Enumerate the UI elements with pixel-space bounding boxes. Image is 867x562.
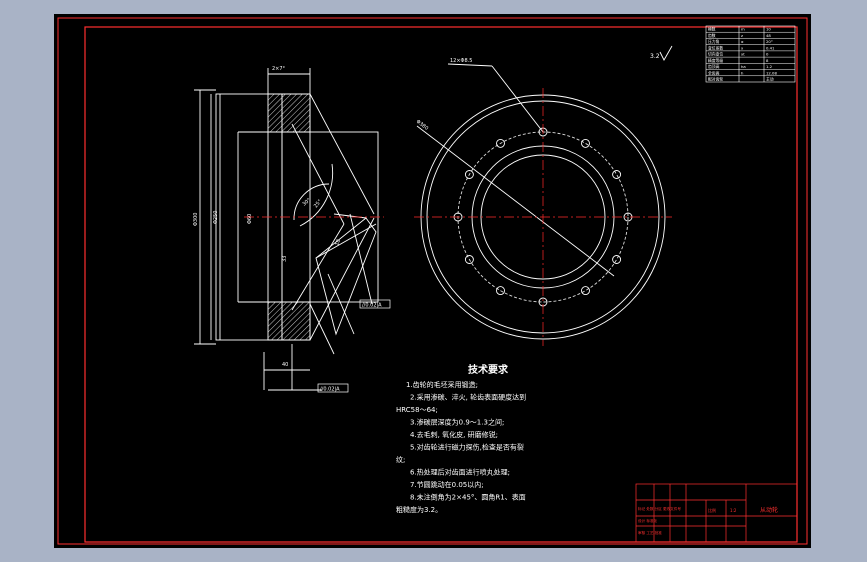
param-cell: 变位系数 <box>708 45 723 50</box>
param-cell: h <box>741 70 744 75</box>
front-view <box>416 63 666 340</box>
param-cell: x <box>741 45 744 50</box>
tech-line: 2.采用渗碳、淬火, 轮齿表面硬度达到 <box>410 393 526 402</box>
param-cell: ha <box>741 64 746 69</box>
title-row-1: 标记 处数 分区 更改文件号 <box>638 506 681 511</box>
tolerance-frame-1 <box>359 299 391 309</box>
param-cell: 主动 <box>766 77 774 82</box>
tech-line: 1.齿轮的毛坯采用锻造; <box>406 380 478 389</box>
param-cell: m <box>741 27 745 32</box>
part-name: 从动轮 <box>760 506 778 514</box>
param-cell: 全齿高 <box>708 70 720 75</box>
section-view <box>194 68 379 391</box>
dim-bottom: 40 <box>282 362 288 368</box>
tolerance-frame-2 <box>317 383 349 393</box>
param-cell: 压力角 <box>708 39 720 44</box>
title-row-3: 审核 工艺 批准 <box>638 530 662 535</box>
dim-holes: 12×Φ8.5 <box>450 58 472 64</box>
param-cell: 20° <box>766 39 773 44</box>
tech-line: 6.热处理后对齿面进行喷丸处理; <box>410 468 510 477</box>
gear-drawing: 2×7° Φ300 Φ250 Φ60 33 30° 25° 18 40 //0.… <box>57 17 808 545</box>
dim-side-mid: Φ60 <box>247 214 253 224</box>
param-cell: 齿数 <box>708 33 716 38</box>
tech-line: 3.渗碳层深度为0.9～1.3之间; <box>410 418 504 427</box>
tech-title: 技术要求 <box>468 363 509 376</box>
param-table-rows: 模数 m 10 齿数 z 48 压力角 α 20° 变位系数 x 0.41 切向变位 xt 0 精度等级 8 齿顶… <box>706 27 795 82</box>
param-cell: xt <box>741 52 745 57</box>
tech-line: 4.去毛刺, 氧化皮, 研磨修锐; <box>410 430 498 439</box>
tech-line: 粗糙度为3.2。 <box>396 505 442 514</box>
tech-line: 5.对齿轮进行磁力探伤,检查是否有裂 <box>410 443 524 452</box>
param-cell: 模数 <box>708 27 716 32</box>
param-cell: 0 <box>766 52 769 57</box>
title-row-2: 设计 标准化 <box>638 518 658 523</box>
param-cell: 12.08 <box>766 70 777 75</box>
param-cell: 1.2 <box>766 64 773 69</box>
dim-angle-a: 30° <box>301 197 312 208</box>
outer-frame <box>57 17 808 545</box>
tech-line: 8.未注倒角为2×45°、圆角R1、表面 <box>410 493 526 502</box>
dim-bore: 33 <box>282 256 288 262</box>
dim-side-id: Φ250 <box>213 211 219 224</box>
drawing-sheet: 2×7° Φ300 Φ250 Φ60 33 30° 25° 18 40 //0.… <box>54 14 811 548</box>
tech-requirements: 1.齿轮的毛坯采用锻造; 2.采用渗碳、淬火, 轮齿表面硬度达到 HRC58～64;… <box>396 380 526 514</box>
front-centre-lines <box>414 88 672 346</box>
title-block <box>635 483 798 543</box>
tech-line: 纹; <box>396 455 405 464</box>
param-table <box>705 25 796 83</box>
param-cell: 齿顶高 <box>708 64 720 69</box>
param-cell: 0.41 <box>766 45 775 50</box>
surface-finish-symbol <box>659 45 673 61</box>
param-cell: 切向变位 <box>708 52 723 57</box>
inner-frame <box>84 26 798 543</box>
scale-label: 比例 <box>708 507 716 513</box>
tolerance-text-1: //0.02|A <box>362 303 382 309</box>
dim-side-od: Φ300 <box>193 213 199 226</box>
param-cell: 8 <box>766 58 769 63</box>
param-cell: α <box>741 39 744 44</box>
scale-value: 1:2 <box>730 508 737 513</box>
surface-finish-note: 3.2 <box>650 53 660 60</box>
dim-small: 18 <box>334 239 342 247</box>
tech-line: HRC58～64; <box>396 406 438 414</box>
tech-line: 7.节圆跳动在0.05以内; <box>410 480 484 489</box>
dim-side-top: 2×7° <box>272 66 286 72</box>
param-cell: 精度等级 <box>708 58 723 63</box>
dim-angle-b: 25° <box>313 198 324 209</box>
param-cell: 配对齿轮 <box>708 77 723 82</box>
param-cell: 10 <box>766 27 771 32</box>
param-cell: z <box>741 33 743 38</box>
param-cell: 48 <box>766 33 771 38</box>
tolerance-text-2: //0.02|A <box>320 387 340 393</box>
